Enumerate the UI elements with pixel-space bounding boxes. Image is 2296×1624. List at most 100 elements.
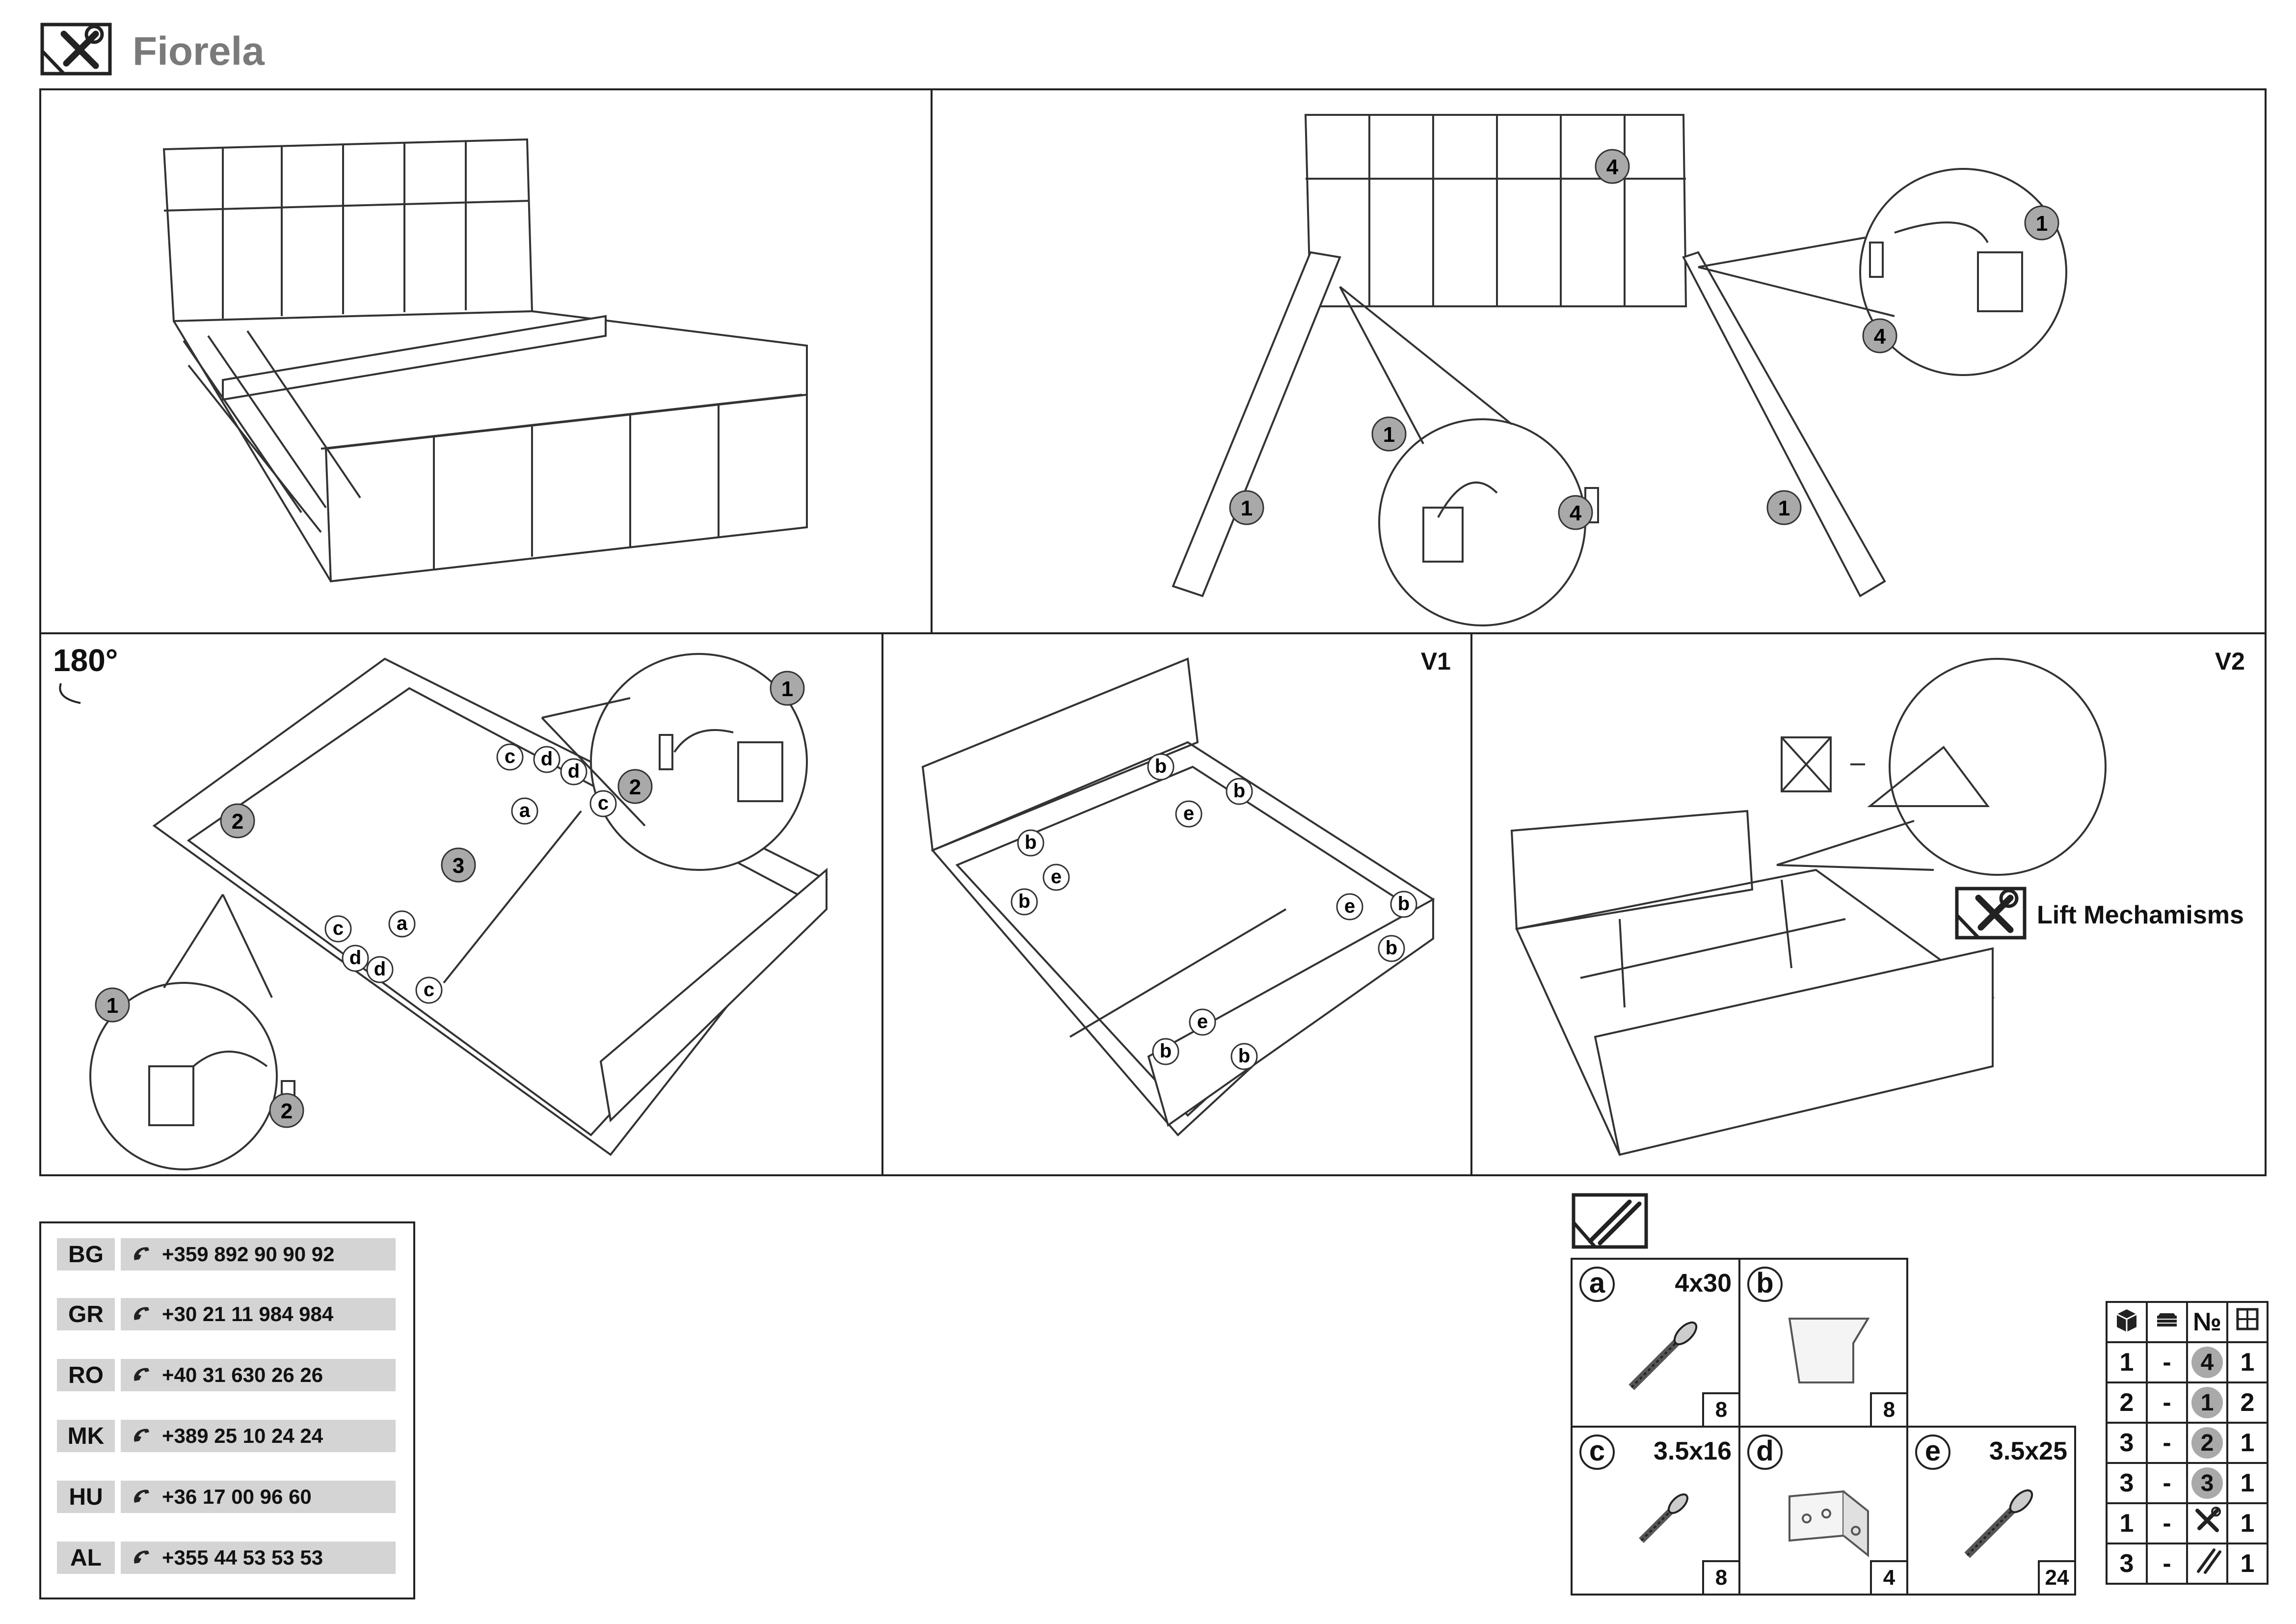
- hardware-callout: a: [397, 913, 408, 934]
- box-count: 1: [2106, 1341, 2148, 1383]
- part-number-label: 3: [453, 854, 464, 878]
- phone-number-text: +359 892 90 90 92: [162, 1243, 335, 1266]
- part-number-label: 4: [1570, 501, 1582, 525]
- part-number-label: 1: [1241, 496, 1253, 520]
- phone-number-text: +40 31 630 26 26: [162, 1363, 323, 1386]
- screw-icon: [1964, 1489, 2033, 1558]
- hardware-item-c: c 3.5x16 8: [1571, 1426, 1740, 1596]
- part-number-label: 2: [281, 1099, 293, 1123]
- hardware-callout: c: [424, 979, 434, 1001]
- phone-icon: [134, 1368, 149, 1381]
- hardware-item-a: a 4x30 8: [1571, 1258, 1740, 1428]
- tools-icon: [2186, 1502, 2228, 1544]
- hardware-letter: e: [1915, 1435, 1950, 1470]
- phone-icon: [134, 1550, 149, 1564]
- contact-row: GR +30 21 11 984 984: [57, 1298, 396, 1330]
- phone-icon: [134, 1489, 149, 1503]
- hardware-quantity: 8: [1870, 1392, 1908, 1428]
- part-quantity: 1: [2226, 1341, 2269, 1383]
- hardware-callout: b: [1018, 891, 1030, 912]
- rotate-arrow-icon: [59, 683, 81, 704]
- hardware-callout: b: [1238, 1045, 1250, 1067]
- separator: -: [2146, 1381, 2188, 1424]
- panel-frame-v2: V2 Lift Mechamisms: [1470, 632, 2267, 1176]
- headboard-assembly-illustration: 4 1 1 1 4 1 4: [1172, 114, 2067, 626]
- part-number-label: 4: [1606, 155, 1619, 179]
- panel-frame-v1: V1 b b e b b e e b b e b b: [881, 632, 1472, 1176]
- part-number-cell: 3: [2186, 1462, 2228, 1504]
- hardware-quantity: 8: [1702, 1392, 1740, 1428]
- country-code: MK: [57, 1420, 115, 1452]
- phone-number: +355 44 53 53 53: [121, 1542, 396, 1574]
- hardware-letter: a: [1579, 1267, 1615, 1302]
- fittings-icon: [2186, 1543, 2228, 1585]
- part-number-badge: 2: [2191, 1427, 2223, 1459]
- country-code: GR: [57, 1298, 115, 1330]
- packing-list-row: 3 - 1: [2106, 1543, 2269, 1585]
- separator: -: [2146, 1462, 2188, 1504]
- screw-icon: [1639, 1493, 1688, 1543]
- part-quantity: 1: [2226, 1462, 2269, 1504]
- hardware-letter: c: [1579, 1435, 1615, 1470]
- phone-number: +30 21 11 984 984: [121, 1298, 396, 1330]
- phone-number: +359 892 90 90 92: [121, 1238, 396, 1271]
- hardware-quantity: 4: [1870, 1560, 1908, 1596]
- hardware-callout: d: [374, 958, 386, 980]
- panel-frame-overview: [39, 88, 933, 634]
- box-count: 3: [2106, 1543, 2148, 1585]
- packing-list-table: № 1 - 4 1 2 - 1 2 3 - 2 1 3 - 3 1 1 - 1 …: [2106, 1301, 2269, 1585]
- part-number-badge: 4: [2191, 1347, 2223, 1378]
- separator: -: [2146, 1502, 2188, 1544]
- phone-number: +40 31 630 26 26: [121, 1359, 396, 1391]
- variant-v2-label: V2: [2215, 648, 2245, 675]
- hardware-size: 3.5x25: [1989, 1437, 2067, 1465]
- hardware-callout: b: [1233, 780, 1245, 802]
- package-stack-icon: [2146, 1301, 2188, 1343]
- part-number-label: 1: [107, 994, 118, 1018]
- separator: -: [2146, 1422, 2188, 1464]
- hardware-callout: e: [1183, 803, 1194, 824]
- phone-icon: [134, 1247, 149, 1260]
- contact-row: RO +40 31 630 26 26: [57, 1359, 396, 1391]
- box-count-icon: [2106, 1301, 2148, 1343]
- part-number-badge: 3: [2191, 1467, 2223, 1499]
- hardware-callout: d: [568, 760, 580, 782]
- part-number-label: 2: [232, 810, 243, 834]
- part-number-cell: 4: [2186, 1341, 2228, 1383]
- phone-number-text: +36 17 00 96 60: [162, 1485, 312, 1508]
- part-number-label: 2: [629, 775, 641, 799]
- fittings-icon: [1571, 1192, 1649, 1250]
- hardware-item-d: d 4: [1738, 1426, 1908, 1596]
- phone-number: +389 25 10 24 24: [121, 1420, 396, 1452]
- number-header: №: [2186, 1301, 2228, 1343]
- phone-number: +36 17 00 96 60: [121, 1481, 396, 1513]
- box-count: 3: [2106, 1422, 2148, 1464]
- phone-icon: [134, 1429, 149, 1442]
- hardware-callout: e: [1051, 866, 1062, 888]
- part-number-label: 1: [1778, 496, 1790, 520]
- packing-list-row: 3 - 2 1: [2106, 1422, 2269, 1464]
- hardware-callout: d: [541, 748, 553, 770]
- hardware-size: 4x30: [1675, 1269, 1732, 1298]
- hardware-callout: c: [333, 918, 344, 939]
- lift-mechanism-tools-icon: [1952, 886, 2029, 941]
- phone-number-text: +389 25 10 24 24: [162, 1424, 323, 1447]
- hardware-callout: b: [1025, 832, 1037, 853]
- box-count: 3: [2106, 1462, 2148, 1504]
- packing-list-row: 3 - 3 1: [2106, 1462, 2269, 1504]
- phone-icon: [134, 1307, 149, 1320]
- contact-row: AL +355 44 53 53 53: [57, 1542, 396, 1574]
- country-code: BG: [57, 1238, 115, 1271]
- packing-list-row: 1 - 1: [2106, 1502, 2269, 1544]
- page-title: Fiorela: [133, 29, 265, 74]
- hardware-callout: b: [1386, 937, 1397, 959]
- bracket-icon: [1788, 1318, 1870, 1383]
- hardware-callout: e: [1197, 1011, 1208, 1032]
- hardware-callout: b: [1160, 1040, 1172, 1062]
- hardware-quantity: 24: [2038, 1560, 2076, 1596]
- hardware-callout: c: [505, 746, 515, 767]
- contact-row: BG +359 892 90 90 92: [57, 1238, 396, 1271]
- screw-icon: [1629, 1321, 1698, 1390]
- part-number-label: 1: [2036, 212, 2048, 236]
- country-code: RO: [57, 1359, 115, 1391]
